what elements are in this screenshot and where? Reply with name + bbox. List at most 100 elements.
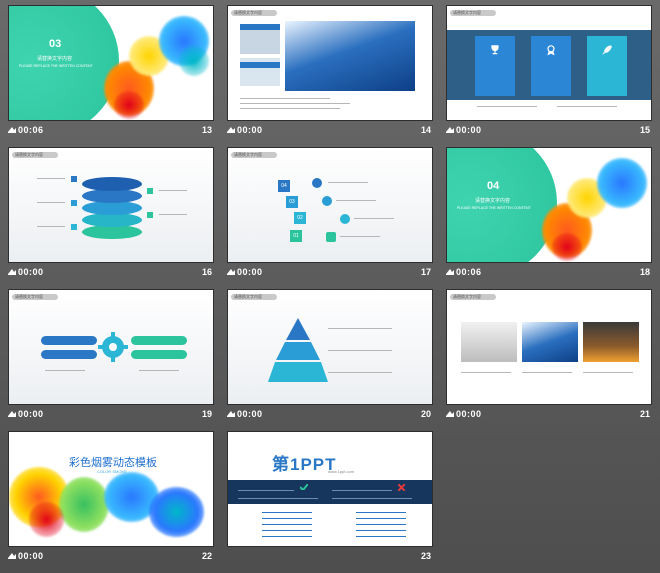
text-line bbox=[332, 498, 412, 499]
slide-19-meta: 00:00 19 bbox=[8, 408, 214, 422]
slide-number: 15 bbox=[639, 125, 650, 135]
slide-tag: 请替换文字内容 bbox=[231, 10, 277, 16]
section-number: 03 bbox=[49, 38, 62, 50]
link-line bbox=[356, 536, 406, 537]
slide-timing: 00:06 bbox=[18, 125, 44, 135]
bullet-icon bbox=[71, 224, 77, 230]
medal-icon bbox=[547, 45, 555, 56]
bullet-icon bbox=[147, 188, 153, 194]
link-line bbox=[356, 524, 406, 525]
step-02: 02 bbox=[294, 212, 306, 224]
slide-thumbnail-19[interactable]: 请替换文字内容 00:00 19 bbox=[8, 289, 214, 424]
text-line bbox=[557, 106, 617, 107]
slide-timing: 00:00 bbox=[237, 409, 263, 419]
text-line bbox=[340, 236, 380, 237]
slide-thumbnail-20[interactable]: 请替换文字内容 00:00 20 bbox=[227, 289, 433, 424]
link-line bbox=[356, 518, 406, 519]
slide-thumbnail-15[interactable]: 请替换文字内容 00:00 15 bbox=[446, 5, 652, 140]
slide-thumbnail-21[interactable]: 请替换文字内容 00:00 21 bbox=[446, 289, 652, 424]
text-line bbox=[583, 372, 633, 373]
feature-card-1 bbox=[475, 36, 515, 96]
text-line bbox=[37, 226, 65, 227]
link-line bbox=[356, 512, 406, 513]
slide-14-meta: 00:00 14 bbox=[227, 124, 433, 138]
slide-timing: 00:00 bbox=[237, 125, 263, 135]
slide-thumbnail-13[interactable]: 03 请替换文字内容 PLEASE REPLACE THE WRITTEN CO… bbox=[8, 5, 214, 140]
slide-16-canvas: 请替换文字内容 bbox=[8, 147, 214, 263]
link-line bbox=[262, 518, 312, 519]
slide-number: 18 bbox=[639, 267, 650, 277]
link-icon bbox=[322, 196, 332, 206]
slide-number: 23 bbox=[420, 551, 431, 561]
ppt-logo-url: www.1ppt.com bbox=[328, 469, 355, 474]
section-subtitle: PLEASE REPLACE THE WRITTEN CONTENT bbox=[457, 206, 531, 210]
text-line bbox=[477, 106, 537, 107]
slide-number: 13 bbox=[201, 125, 212, 135]
bullet-icon bbox=[71, 176, 77, 182]
text-line bbox=[159, 214, 187, 215]
slide-23-meta: 23 bbox=[227, 550, 433, 564]
slide-15-meta: 00:00 15 bbox=[446, 124, 652, 138]
slide-21-canvas: 请替换文字内容 bbox=[446, 289, 652, 405]
text-line bbox=[354, 218, 394, 219]
cross-icon bbox=[398, 484, 405, 491]
slide-timing: 00:00 bbox=[456, 125, 482, 135]
slide-number: 14 bbox=[420, 125, 431, 135]
slide-tag: 请替换文字内容 bbox=[231, 152, 277, 158]
green-circle bbox=[9, 6, 119, 120]
slide-timing: 00:00 bbox=[18, 267, 44, 277]
pill-right-top bbox=[131, 336, 187, 345]
slide-19-canvas: 请替换文字内容 bbox=[8, 289, 214, 405]
caption-bar-2 bbox=[240, 62, 280, 68]
rocket-icon bbox=[602, 45, 612, 55]
link-line bbox=[356, 530, 406, 531]
smoke-green bbox=[59, 477, 109, 532]
text-line bbox=[45, 370, 85, 371]
slide-thumbnail-14[interactable]: 请替换文字内容 00:00 14 bbox=[227, 5, 433, 140]
ppt-logo: 第1PPT bbox=[272, 455, 337, 474]
transition-timer-icon bbox=[227, 127, 235, 133]
transition-timer-icon bbox=[446, 411, 454, 417]
slide-thumbnail-23[interactable]: 第1PPT www.1ppt.com 23 bbox=[227, 431, 433, 566]
pyramid-diagram bbox=[268, 318, 328, 382]
slide-timing: 00:06 bbox=[456, 267, 482, 277]
slide-17-meta: 00:00 17 bbox=[227, 266, 433, 280]
slide-17-canvas: 请替换文字内容 04 03 02 01 bbox=[227, 147, 433, 263]
slide-number: 16 bbox=[201, 267, 212, 277]
smoke-cyan bbox=[179, 46, 209, 76]
slide-thumbnail-18[interactable]: 04 请替换文字内容 PLEASE REPLACE THE WRITTEN CO… bbox=[446, 147, 652, 282]
stacked-layers-diagram bbox=[82, 177, 142, 239]
slide-thumbnail-17[interactable]: 请替换文字内容 04 03 02 01 00:00 17 bbox=[227, 147, 433, 282]
text-line bbox=[522, 372, 572, 373]
section-number: 04 bbox=[487, 180, 500, 192]
text-line bbox=[328, 182, 368, 183]
slide-thumbnail-22[interactable]: 彩色烟雾动态模板 COLOR SMOKE 00:00 22 bbox=[8, 431, 214, 566]
section-title: 请替换文字内容 bbox=[37, 56, 73, 62]
smoke-red bbox=[114, 91, 144, 119]
slide-18-canvas: 04 请替换文字内容 PLEASE REPLACE THE WRITTEN CO… bbox=[446, 147, 652, 263]
text-line bbox=[240, 98, 330, 99]
slide-timing: 00:00 bbox=[456, 409, 482, 419]
pill-right-bottom bbox=[131, 350, 187, 359]
slide-tag: 请替换文字内容 bbox=[12, 152, 58, 158]
slide-number: 21 bbox=[639, 409, 650, 419]
text-line bbox=[240, 103, 350, 104]
slide-22-canvas: 彩色烟雾动态模板 COLOR SMOKE bbox=[8, 431, 214, 547]
text-line bbox=[328, 372, 392, 373]
text-line bbox=[332, 490, 392, 491]
slide-thumbnail-16[interactable]: 请替换文字内容 00:00 16 bbox=[8, 147, 214, 282]
pill-left-top bbox=[41, 336, 97, 345]
bullet-icon bbox=[71, 200, 77, 206]
smoke-blue-2 bbox=[149, 487, 204, 537]
smoke-red bbox=[29, 502, 64, 537]
slide-22-meta: 00:00 22 bbox=[8, 550, 214, 564]
step-03: 03 bbox=[286, 196, 298, 208]
slide-20-meta: 00:00 20 bbox=[227, 408, 433, 422]
transition-timer-icon bbox=[446, 269, 454, 275]
pill-left-bottom bbox=[41, 350, 97, 359]
template-subtitle: COLOR SMOKE bbox=[97, 469, 127, 474]
text-line bbox=[238, 498, 318, 499]
link-line bbox=[262, 536, 312, 537]
photo-city-night bbox=[583, 322, 639, 362]
